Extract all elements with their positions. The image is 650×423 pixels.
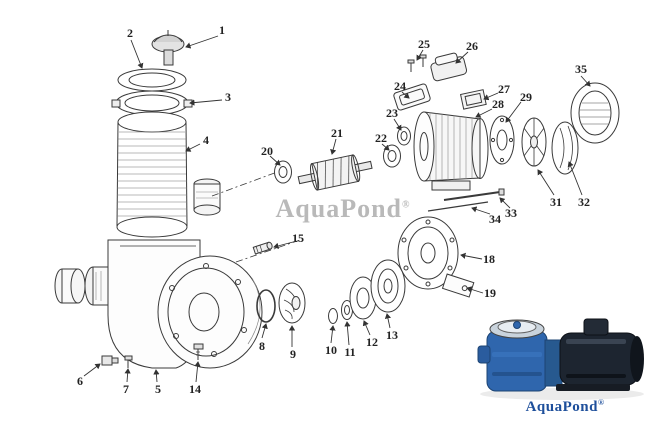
part-label-3: 3 [225, 90, 231, 104]
part-label-18: 18 [483, 252, 495, 266]
part-rotor [297, 154, 373, 191]
part-label-24: 24 [394, 79, 406, 93]
part-label-20: 20 [261, 144, 273, 158]
part-screws-25 [407, 54, 427, 72]
part-bolt-14 [193, 343, 204, 360]
part-fan [521, 117, 547, 167]
part-terminal-box [459, 89, 487, 110]
part-motor-body [413, 111, 489, 191]
part-label-32: 32 [578, 195, 590, 209]
part-label-12: 12 [366, 335, 378, 349]
part-drain-plug [101, 355, 119, 366]
part-tie-bolt-33 [443, 188, 505, 201]
part-label-1: 1 [219, 23, 225, 37]
part-label-25: 25 [418, 37, 430, 51]
part-label-27: 27 [498, 82, 510, 96]
part-label-15: 15 [292, 231, 304, 245]
part-clamp-ring [111, 90, 193, 116]
part-gasket-24 [393, 83, 431, 111]
part-label-22: 22 [375, 131, 387, 145]
part-screw-7 [124, 355, 133, 368]
product-photo-pool-pump [477, 318, 644, 400]
part-lid-knob [151, 30, 185, 66]
registered-mark: ® [597, 398, 605, 407]
part-diffuser [370, 259, 406, 313]
part-label-35: 35 [575, 62, 587, 76]
part-fitting-15 [252, 241, 273, 255]
part-end-bell [489, 115, 515, 165]
part-label-14: 14 [189, 382, 201, 396]
part-label-7: 7 [123, 382, 129, 396]
part-label-13: 13 [386, 328, 398, 342]
part-label-9: 9 [290, 347, 296, 361]
part-bearing-20 [274, 160, 292, 184]
part-discharge-union [193, 178, 221, 216]
part-label-6: 6 [77, 374, 83, 388]
part-strainer-basket [116, 111, 188, 238]
part-label-29: 29 [520, 90, 532, 104]
part-label-28: 28 [492, 97, 504, 111]
part-label-21: 21 [331, 126, 343, 140]
part-impeller [278, 282, 306, 324]
part-pump-housing [54, 239, 263, 369]
part-washer-10 [328, 308, 338, 324]
part-label-2: 2 [127, 26, 133, 40]
leader-lines [83, 35, 591, 383]
axis-line [211, 170, 281, 197]
part-label-26: 26 [466, 39, 478, 53]
part-label-33: 33 [505, 206, 517, 220]
part-stud-34 [427, 201, 489, 212]
part-label-23: 23 [386, 106, 398, 120]
part-label-11: 11 [344, 345, 355, 359]
part-fan-cover [551, 121, 579, 175]
part-label-31: 31 [550, 195, 562, 209]
part-label-4: 4 [203, 133, 209, 147]
brand-logo-text: AquaPond® [525, 398, 605, 415]
part-label-8: 8 [259, 339, 265, 353]
part-label-10: 10 [325, 343, 337, 357]
part-lid-ring [117, 68, 187, 92]
part-label-34: 34 [489, 212, 501, 226]
axis-line [235, 239, 301, 263]
part-o-ring [256, 289, 276, 323]
part-label-19: 19 [484, 286, 496, 300]
part-bearing-22 [383, 144, 401, 168]
part-seal-23 [397, 126, 411, 146]
part-terminal-cover [430, 52, 468, 82]
part-label-5: 5 [155, 382, 161, 396]
part-fan-cowl [570, 82, 620, 144]
part-seal-plate-bracket [397, 216, 475, 298]
